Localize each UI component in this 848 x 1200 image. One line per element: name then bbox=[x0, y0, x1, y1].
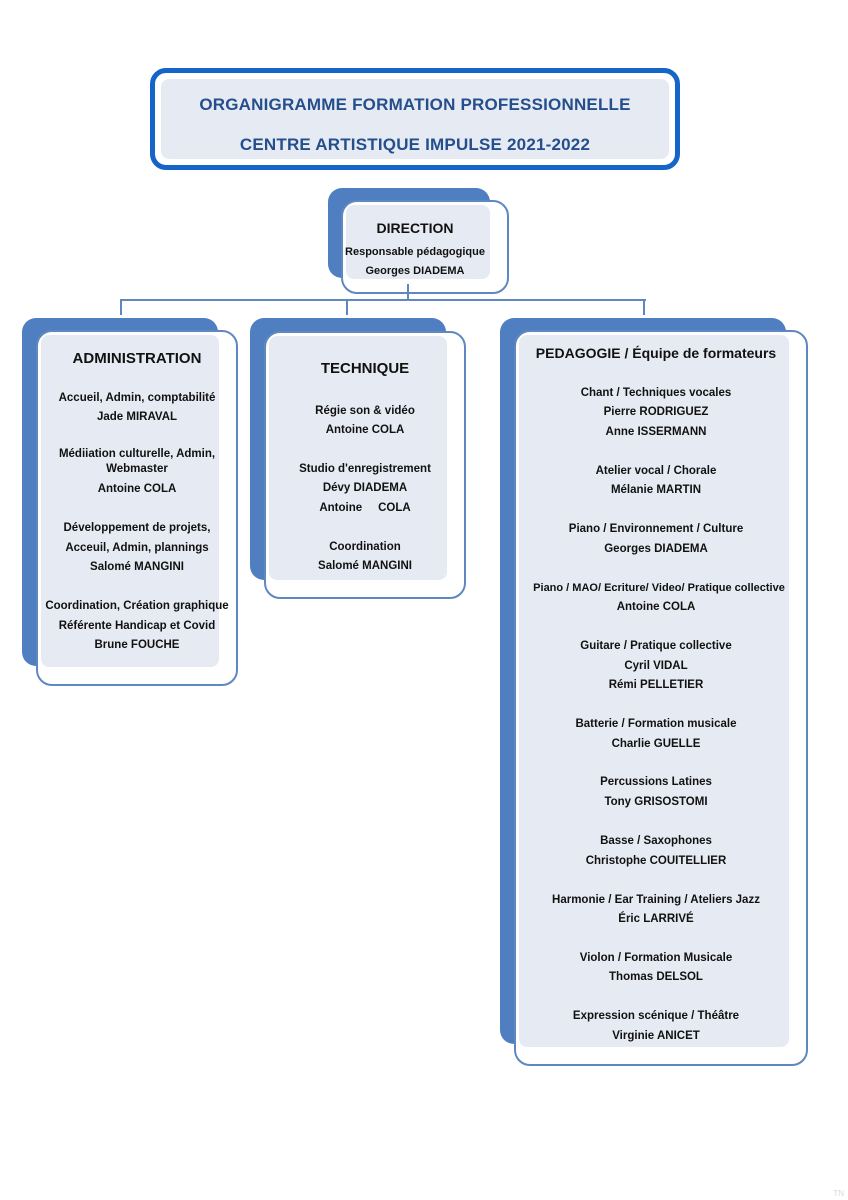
pedagogie-line: Atelier vocal / Chorale bbox=[595, 465, 717, 477]
pedagogie-line: Tony GRISOSTOMI bbox=[604, 796, 708, 808]
pedagogie-line: Thomas DELSOL bbox=[609, 971, 703, 983]
administration-panel bbox=[41, 335, 219, 667]
technique-panel bbox=[269, 336, 447, 580]
connector-horizontal bbox=[120, 299, 646, 301]
direction-panel bbox=[346, 205, 490, 279]
pedagogie-line: Cyril VIDAL bbox=[624, 660, 688, 672]
direction-name: Georges DIADEMA bbox=[365, 265, 465, 277]
technique-line: Dévy DIADEMA bbox=[322, 482, 408, 494]
administration-line: Accueil, Admin, comptabilité bbox=[58, 392, 216, 404]
footer-mark: TN bbox=[833, 1189, 844, 1198]
technique-line: Antoine COLA bbox=[319, 502, 411, 514]
title-panel: ORGANIGRAMME FORMATION PROFESSIONNELLE C… bbox=[161, 79, 669, 159]
pedagogie-line: Christophe COUITELLIER bbox=[585, 855, 727, 867]
direction-box: DIRECTION Responsable pédagogique George… bbox=[341, 200, 509, 294]
pedagogie-line: Harmonie / Ear Training / Ateliers Jazz bbox=[552, 894, 760, 906]
connector-direction-down bbox=[407, 284, 409, 300]
pedagogie-box: PEDAGOGIE / Équipe de formateurs Chant /… bbox=[514, 330, 808, 1066]
pedagogie-panel bbox=[519, 335, 789, 1047]
title-banner: ORGANIGRAMME FORMATION PROFESSIONNELLE C… bbox=[150, 68, 680, 170]
pedagogie-line: Éric LARRIVÉ bbox=[618, 913, 694, 925]
pedagogie-line: Piano / Environnement / Culture bbox=[568, 523, 744, 535]
pedagogie-line: Piano / MAO/ Ecriture/ Video/ Pratique c… bbox=[533, 582, 785, 594]
administration-line: Acceuil, Admin, plannings bbox=[65, 542, 209, 554]
technique-heading: TECHNIQUE bbox=[320, 360, 410, 377]
title-line-1: ORGANIGRAMME FORMATION PROFESSIONNELLE bbox=[199, 95, 631, 114]
connector-technique bbox=[346, 299, 348, 315]
technique-line: Antoine COLA bbox=[325, 424, 405, 436]
pedagogie-heading: PEDAGOGIE / Équipe de formateurs bbox=[535, 345, 777, 361]
pedagogie-line: Basse / Saxophones bbox=[600, 835, 712, 847]
technique-line: Salomé MANGINI bbox=[318, 560, 412, 572]
administration-line: Référente Handicap et Covid bbox=[58, 620, 216, 632]
title-line-2: CENTRE ARTISTIQUE IMPULSE 2021-2022 bbox=[239, 135, 591, 154]
direction-role: Responsable pédagogique bbox=[345, 246, 485, 258]
technique-line: Régie son & vidéo bbox=[315, 405, 415, 417]
pedagogie-line: Guitare / Pratique collective bbox=[580, 640, 732, 652]
technique-box: TECHNIQUE Régie son & vidéo Antoine COLA… bbox=[264, 331, 466, 599]
technique-line: Coordination bbox=[329, 541, 401, 553]
administration-line: Développement de projets, bbox=[63, 522, 211, 534]
administration-line: Antoine COLA bbox=[97, 483, 177, 495]
administration-box: ADMINISTRATION Accueil, Admin, comptabil… bbox=[36, 330, 238, 686]
administration-line: Webmaster bbox=[106, 463, 168, 475]
pedagogie-line: Percussions Latines bbox=[600, 776, 712, 788]
pedagogie-line: Georges DIADEMA bbox=[604, 543, 708, 555]
pedagogie-line: Mélanie MARTIN bbox=[610, 484, 702, 496]
technique-line: Studio d'enregistrement bbox=[299, 463, 431, 475]
pedagogie-line: Pierre RODRIGUEZ bbox=[603, 406, 709, 418]
connector-pedagogie bbox=[643, 299, 645, 315]
administration-line: Médiiation culturelle, Admin, bbox=[58, 448, 216, 460]
pedagogie-line: Expression scénique / Théâtre bbox=[572, 1010, 740, 1022]
pedagogie-line: Rémi PELLETIER bbox=[608, 679, 704, 691]
pedagogie-line: Antoine COLA bbox=[616, 601, 696, 613]
direction-heading: DIRECTION bbox=[376, 220, 454, 236]
administration-line: Jade MIRAVAL bbox=[96, 411, 178, 423]
administration-line: Salomé MANGINI bbox=[90, 561, 184, 573]
pedagogie-line: Anne ISSERMANN bbox=[605, 426, 707, 438]
administration-heading: ADMINISTRATION bbox=[72, 350, 202, 367]
pedagogie-line: Virginie ANICET bbox=[612, 1030, 700, 1042]
pedagogie-line: Batterie / Formation musicale bbox=[575, 718, 737, 730]
pedagogie-line: Violon / Formation Musicale bbox=[579, 952, 733, 964]
administration-line: Coordination, Création graphique bbox=[45, 600, 229, 612]
administration-line: Brune FOUCHE bbox=[94, 639, 180, 651]
connector-administration bbox=[120, 299, 122, 315]
pedagogie-line: Charlie GUELLE bbox=[611, 738, 701, 750]
pedagogie-line: Chant / Techniques vocales bbox=[580, 387, 732, 399]
